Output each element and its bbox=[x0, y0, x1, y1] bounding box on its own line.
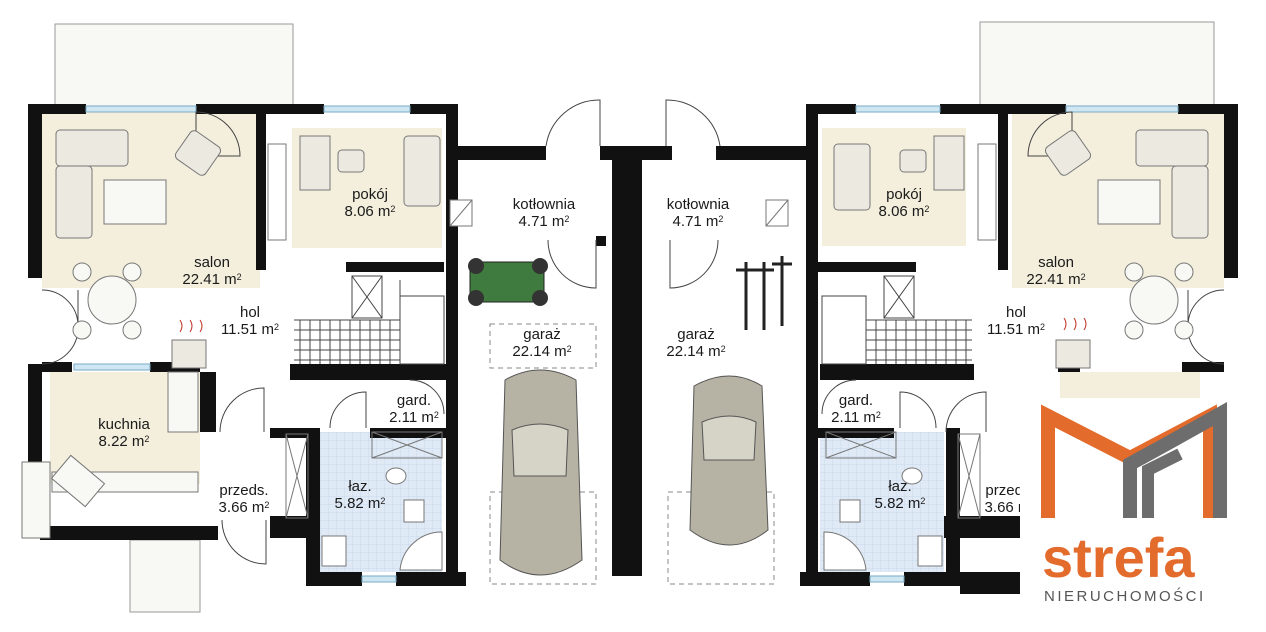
room-label-gard-left: gard. 2.11 m2 bbox=[389, 392, 439, 426]
stairs-right bbox=[821, 275, 972, 365]
logo-house-icon bbox=[1041, 402, 1227, 518]
atv-left bbox=[468, 258, 548, 306]
bicycles-right bbox=[736, 256, 792, 330]
kotlownia-floor bbox=[458, 168, 588, 240]
car-left bbox=[489, 369, 597, 585]
garage-outline-left bbox=[489, 323, 597, 369]
room-label-salon-right: salon 22.41 m2 bbox=[1026, 254, 1086, 288]
dining-table-right bbox=[1124, 262, 1194, 340]
kitchen-left bbox=[21, 371, 199, 539]
armchair-left bbox=[174, 130, 222, 176]
pokoj-furniture-left bbox=[267, 135, 441, 241]
stairs-left bbox=[294, 275, 445, 365]
walls-left bbox=[28, 104, 670, 586]
room-label-kotlownia-left: kotłownia 4.71 m2 bbox=[512, 196, 576, 230]
terrace-bottom-left bbox=[129, 539, 201, 613]
bathroom-left bbox=[285, 199, 473, 571]
room-label-gard-right: gard. 2.11 m2 bbox=[831, 392, 881, 426]
terrace-top-left bbox=[54, 23, 294, 107]
kuchnia-floor-right bbox=[1060, 372, 1200, 402]
terrace-top-right bbox=[979, 21, 1215, 107]
dining-table-left bbox=[72, 262, 142, 340]
walls-right bbox=[642, 104, 1238, 594]
sofa-right bbox=[1044, 129, 1209, 239]
logo-subtitle-text: NIERUCHOMOŚCI bbox=[1044, 588, 1206, 605]
doors-right bbox=[665, 99, 1225, 433]
pokoj-furniture-right bbox=[833, 135, 997, 241]
radiator-right bbox=[1055, 317, 1091, 369]
right-unit bbox=[642, 21, 1238, 594]
room-label-przeds-left: przeds. 3.66 m2 bbox=[218, 482, 270, 516]
room-label-laz-left: łaz. 5.82 m2 bbox=[334, 478, 386, 512]
strefa-logo: strefa NIERUCHOMOŚCI bbox=[1020, 398, 1266, 632]
logo-brand-text: strefa bbox=[1042, 526, 1195, 589]
room-label-garaz-right: garaż 22.14 m2 bbox=[666, 326, 726, 360]
room-label-pokoj-right: pokój 8.06 m2 bbox=[878, 186, 930, 220]
left-unit bbox=[21, 23, 670, 613]
radiator-left bbox=[171, 319, 207, 369]
room-label-laz-right: łaz. 5.82 m2 bbox=[874, 478, 926, 512]
room-label-hol-left: hol 11.51 m2 bbox=[220, 304, 280, 338]
room-label-pokoj-left: pokój 8.06 m2 bbox=[344, 186, 396, 220]
room-label-salon-left: salon 22.41 m2 bbox=[182, 254, 242, 288]
room-label-kotlownia-right: kotłownia 4.71 m2 bbox=[666, 196, 730, 230]
car-right bbox=[667, 375, 775, 585]
room-label-hol-right: hol 11.51 m2 bbox=[986, 304, 1046, 338]
sofa-left bbox=[55, 129, 167, 239]
bathroom-right bbox=[765, 199, 981, 571]
windows-right bbox=[855, 105, 1179, 583]
room-label-garaz-left: garaż 22.14 m2 bbox=[512, 326, 572, 360]
room-label-kuchnia-left: kuchnia 8.22 m2 bbox=[98, 416, 150, 450]
